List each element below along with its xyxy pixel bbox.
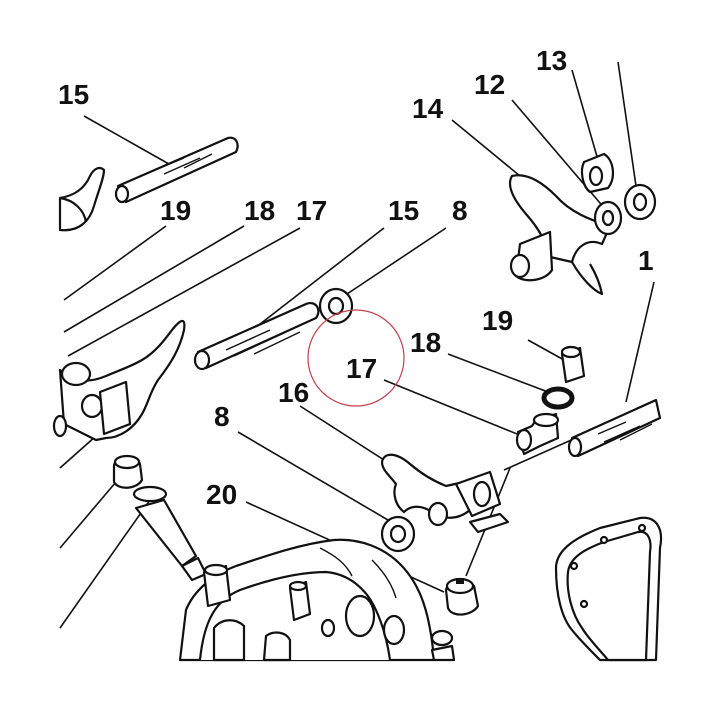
callout-19-top: 19 bbox=[160, 195, 191, 226]
bush-17 bbox=[515, 412, 560, 456]
washer-12 bbox=[593, 200, 623, 236]
leader-8-bottom bbox=[237, 431, 389, 521]
leader-17-top bbox=[67, 227, 301, 357]
callout-15-top: 15 bbox=[58, 79, 89, 110]
bush-13 bbox=[580, 152, 614, 194]
plug-20 bbox=[444, 577, 480, 616]
leader-15-top bbox=[83, 115, 177, 169]
leader-13 bbox=[571, 69, 599, 161]
callout-18-top: 18 bbox=[244, 195, 275, 226]
leader-1 bbox=[625, 281, 655, 403]
callout-16: 16 bbox=[278, 377, 309, 408]
callout-17-top: 17 bbox=[296, 195, 327, 226]
callout-labels: 15 13 12 14 19 18 17 15 8 1 19 18 17 16 … bbox=[58, 45, 654, 510]
leader-18-top bbox=[63, 225, 245, 333]
shaft-1 bbox=[567, 398, 662, 458]
callout-13: 13 bbox=[536, 45, 567, 76]
washer-8-bottom bbox=[380, 515, 416, 553]
leader-16 bbox=[299, 405, 385, 461]
callout-15-mid: 15 bbox=[388, 195, 419, 226]
highlight-circle bbox=[307, 309, 405, 407]
leader-right-top bbox=[617, 61, 637, 187]
shaft-15-mid bbox=[193, 302, 320, 371]
shaft-15-top bbox=[114, 136, 239, 204]
washer-13-right bbox=[623, 183, 657, 221]
selector-fork-left-mid bbox=[52, 319, 186, 442]
gearbox-housing bbox=[178, 538, 436, 662]
selector-fork-14 bbox=[508, 174, 612, 296]
selector-fork-16 bbox=[380, 453, 510, 534]
callout-8-bottom: 8 bbox=[214, 401, 230, 432]
washer-8-top bbox=[318, 287, 354, 325]
selector-fork-left-top bbox=[58, 166, 106, 232]
leader-17-mid bbox=[383, 379, 523, 437]
callout-17-mid: 17 bbox=[346, 353, 377, 384]
plug-assembly-left bbox=[112, 454, 208, 582]
leader-left-lower bbox=[59, 499, 151, 629]
leader-15-mid bbox=[241, 227, 385, 339]
leader-19-top bbox=[63, 225, 167, 301]
o-ring-18 bbox=[541, 386, 575, 410]
callout-1: 1 bbox=[638, 245, 654, 276]
callout-12: 12 bbox=[474, 69, 505, 100]
pin-19-right bbox=[560, 345, 586, 384]
callout-19-right: 19 bbox=[482, 305, 513, 336]
callout-8-top: 8 bbox=[452, 195, 468, 226]
callout-20: 20 bbox=[206, 479, 237, 510]
leader-8-top bbox=[337, 227, 447, 301]
cover-gasket bbox=[554, 516, 663, 662]
leader-19-right bbox=[527, 339, 565, 361]
callout-18-right: 18 bbox=[410, 327, 441, 358]
callout-14: 14 bbox=[412, 93, 444, 124]
leader-18-right bbox=[447, 353, 549, 393]
plug-lower bbox=[430, 629, 456, 662]
leader-left-bottom bbox=[59, 481, 117, 549]
leader-14 bbox=[451, 119, 521, 177]
